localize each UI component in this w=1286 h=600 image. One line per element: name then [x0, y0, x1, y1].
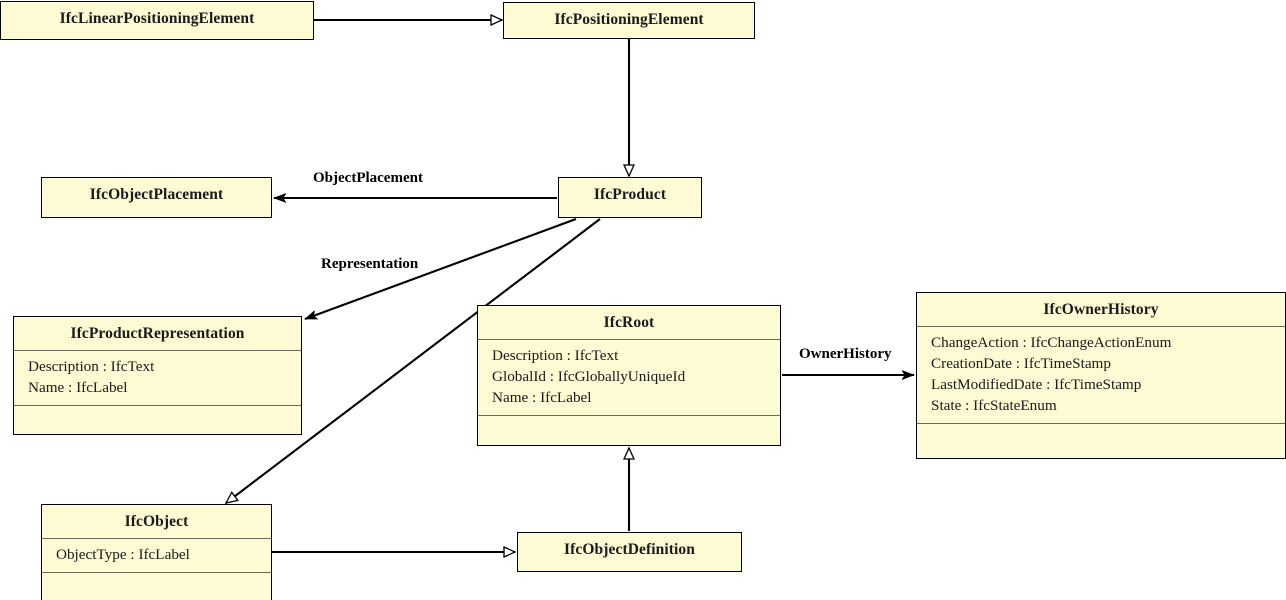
edge-label-ownerhistory: OwnerHistory: [799, 346, 892, 362]
edge-label-representation: Representation: [321, 256, 419, 272]
class-name-ifclinearpositioningelement: IfcLinearPositioningElement: [59, 10, 255, 27]
class-attribute: Name : IfcLabel: [492, 388, 592, 406]
class-attributes-ifcproductrepresentation: Description : IfcText Name : IfcLabel: [14, 351, 301, 405]
class-name-ifcownerhistory: IfcOwnerHistory: [1043, 301, 1159, 318]
class-separator: [917, 326, 1285, 328]
class-attribute: ChangeAction : IfcChangeActionEnum: [931, 334, 1172, 352]
class-separator: [14, 350, 301, 352]
class-attributes-ifcobject: ObjectType : IfcLabel: [42, 539, 271, 572]
class-name-ifcproduct: IfcProduct: [593, 186, 667, 203]
class-operations-ifcobject: [42, 573, 271, 593]
class-box-ifcproductrepresentation[interactable]: IfcProductRepresentation Description : I…: [13, 316, 302, 435]
class-attribute: Description : IfcText: [492, 347, 619, 365]
class-box-ifcobject[interactable]: IfcObject ObjectType : IfcLabel: [41, 504, 272, 600]
class-operations-ifcroot: [478, 416, 780, 436]
class-name-ifcproductrepresentation: IfcProductRepresentation: [70, 325, 245, 342]
class-box-ifcroot[interactable]: IfcRoot Description : IfcText GlobalId :…: [477, 305, 781, 446]
class-box-ifcpositioningelement[interactable]: IfcPositioningElement: [503, 2, 755, 39]
class-separator: [42, 572, 271, 574]
class-attribute: GlobalId : IfcGloballyUniqueId: [492, 368, 686, 386]
class-separator: [478, 339, 780, 341]
class-box-ifclinearpositioningelement[interactable]: IfcLinearPositioningElement: [0, 1, 314, 40]
class-separator: [917, 422, 1285, 424]
class-attribute: CreationDate : IfcTimeStamp: [931, 355, 1111, 373]
class-operations-ifcproductrepresentation: [14, 406, 301, 426]
class-separator: [478, 414, 780, 416]
class-name-ifcobjectdefinition: IfcObjectDefinition: [563, 541, 696, 558]
edge-label-objectplacement: ObjectPlacement: [313, 170, 423, 186]
class-operations-ifcownerhistory: [917, 424, 1285, 444]
class-attribute: ObjectType : IfcLabel: [56, 546, 190, 564]
class-box-ifcownerhistory[interactable]: IfcOwnerHistory ChangeAction : IfcChange…: [916, 292, 1286, 459]
class-name-ifcobject: IfcObject: [124, 513, 189, 530]
class-attributes-ifcroot: Description : IfcText GlobalId : IfcGlob…: [478, 340, 780, 415]
class-attributes-ifcownerhistory: ChangeAction : IfcChangeActionEnum Creat…: [917, 327, 1285, 423]
class-name-ifcobjectplacement: IfcObjectPlacement: [89, 186, 224, 203]
class-attribute: State : IfcStateEnum: [931, 396, 1057, 414]
class-name-ifcpositioningelement: IfcPositioningElement: [554, 11, 704, 28]
class-attribute: Name : IfcLabel: [28, 379, 128, 397]
class-separator: [14, 404, 301, 406]
class-box-ifcobjectdefinition[interactable]: IfcObjectDefinition: [517, 532, 742, 572]
class-box-ifcobjectplacement[interactable]: IfcObjectPlacement: [41, 177, 272, 218]
class-separator: [42, 538, 271, 540]
class-attribute: Description : IfcText: [28, 358, 155, 376]
class-box-ifcproduct[interactable]: IfcProduct: [558, 177, 702, 218]
class-attribute: LastModifiedDate : IfcTimeStamp: [931, 375, 1142, 393]
class-name-ifcroot: IfcRoot: [603, 314, 655, 331]
